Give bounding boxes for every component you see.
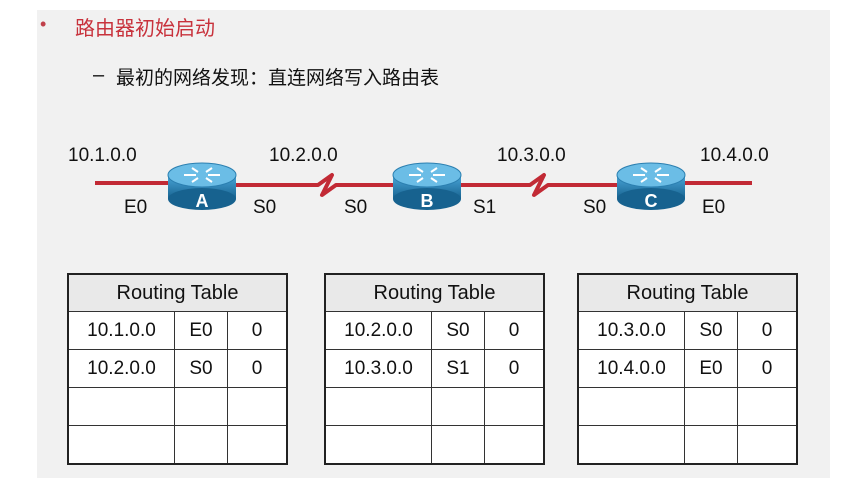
table-cell-interface bbox=[685, 388, 738, 425]
port-label-b-s0: S0 bbox=[344, 197, 367, 218]
router-b: B bbox=[392, 162, 462, 211]
table-cell-interface: S0 bbox=[175, 350, 228, 387]
table-cell-network: 10.3.0.0 bbox=[326, 350, 432, 387]
router-a: A bbox=[167, 162, 237, 211]
table-cell-network bbox=[69, 388, 175, 425]
table-cell-network bbox=[579, 426, 685, 463]
sub-bullet-dash: – bbox=[93, 64, 105, 86]
table-row bbox=[579, 388, 796, 426]
table-cell-interface: E0 bbox=[175, 312, 228, 349]
routing-table-a: Routing Table 10.1.0.0 E0 0 10.2.0.0 S0 … bbox=[67, 273, 288, 465]
table-cell-network bbox=[326, 426, 432, 463]
routing-table-title: Routing Table bbox=[69, 275, 286, 312]
table-cell-interface: E0 bbox=[685, 350, 738, 387]
routing-table-title: Routing Table bbox=[579, 275, 796, 312]
bullet-marker: • bbox=[40, 14, 47, 34]
port-label-c-s0: S0 bbox=[583, 197, 606, 218]
table-row bbox=[579, 426, 796, 463]
table-row: 10.4.0.0 E0 0 bbox=[579, 350, 796, 388]
table-cell-network bbox=[579, 388, 685, 425]
serial-link-net2 bbox=[235, 173, 395, 197]
table-row: 10.2.0.0 S0 0 bbox=[69, 350, 286, 388]
table-cell-interface bbox=[432, 426, 485, 463]
table-cell-hops: 0 bbox=[251, 319, 263, 341]
table-cell-interface bbox=[175, 388, 228, 425]
table-row bbox=[69, 426, 286, 463]
table-cell-hops: 0 bbox=[508, 319, 520, 341]
table-cell-hops bbox=[485, 388, 543, 425]
table-cell-hops: 0 bbox=[761, 319, 773, 341]
table-cell-network: 10.2.0.0 bbox=[326, 312, 432, 349]
table-cell-interface bbox=[175, 426, 228, 463]
table-cell-hops bbox=[485, 426, 543, 463]
table-cell-network: 10.2.0.0 bbox=[69, 350, 175, 387]
table-cell-interface: S0 bbox=[685, 312, 738, 349]
table-cell-interface bbox=[685, 426, 738, 463]
routing-table-b: Routing Table 10.2.0.0 S0 0 10.3.0.0 S1 … bbox=[324, 273, 545, 465]
router-arrows-icon bbox=[409, 167, 445, 183]
router-arrows-icon bbox=[633, 167, 669, 183]
table-row: 10.3.0.0 S1 0 bbox=[326, 350, 543, 388]
table-cell-hops: 0 bbox=[508, 357, 520, 379]
router-letter: B bbox=[421, 191, 434, 211]
router-c: C bbox=[616, 162, 686, 211]
table-cell-network: 10.1.0.0 bbox=[69, 312, 175, 349]
table-cell-hops: 0 bbox=[251, 357, 263, 379]
router-arrows-icon bbox=[184, 167, 220, 183]
router-letter: C bbox=[645, 191, 658, 211]
network-label-3: 10.3.0.0 bbox=[497, 145, 566, 166]
routing-table-title: Routing Table bbox=[326, 275, 543, 312]
table-cell-network bbox=[69, 426, 175, 463]
table-cell-hops: 0 bbox=[761, 357, 773, 379]
table-cell-interface: S1 bbox=[432, 350, 485, 387]
table-cell-hops bbox=[228, 388, 286, 425]
table-cell-network bbox=[326, 388, 432, 425]
table-cell-hops bbox=[228, 426, 286, 463]
table-cell-network: 10.3.0.0 bbox=[579, 312, 685, 349]
network-label-1: 10.1.0.0 bbox=[68, 145, 137, 166]
table-row bbox=[326, 388, 543, 426]
port-label-a-s0: S0 bbox=[253, 197, 276, 218]
router-letter: A bbox=[196, 191, 209, 211]
slide-heading: 路由器初始启动 bbox=[75, 18, 215, 40]
port-label-b-s1: S1 bbox=[473, 197, 496, 218]
table-cell-interface: S0 bbox=[432, 312, 485, 349]
table-cell-interface bbox=[432, 388, 485, 425]
routing-table-c: Routing Table 10.3.0.0 S0 0 10.4.0.0 E0 … bbox=[577, 273, 798, 465]
table-row: 10.3.0.0 S0 0 bbox=[579, 312, 796, 350]
table-row bbox=[326, 426, 543, 463]
port-label-a-e0: E0 bbox=[124, 197, 147, 218]
table-row: 10.2.0.0 S0 0 bbox=[326, 312, 543, 350]
table-row bbox=[69, 388, 286, 426]
slide-subheading: 最初的网络发现：直连网络写入路由表 bbox=[116, 68, 440, 89]
table-row: 10.1.0.0 E0 0 bbox=[69, 312, 286, 350]
network-label-2: 10.2.0.0 bbox=[269, 145, 338, 166]
table-cell-hops bbox=[738, 426, 796, 463]
table-cell-hops bbox=[738, 388, 796, 425]
serial-link-net3 bbox=[460, 173, 620, 197]
port-label-c-e0: E0 bbox=[702, 197, 725, 218]
table-cell-network: 10.4.0.0 bbox=[579, 350, 685, 387]
network-label-4: 10.4.0.0 bbox=[700, 145, 769, 166]
